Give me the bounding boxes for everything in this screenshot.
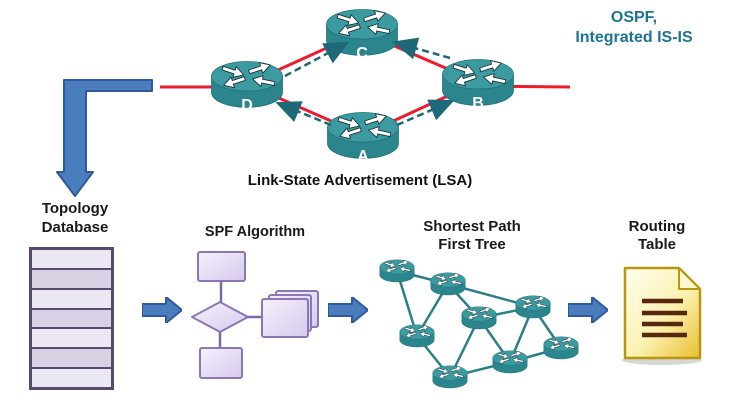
spf-tree-label: Shortest Path First Tree — [423, 218, 521, 253]
protocol-annotation-line2: Integrated IS-IS — [575, 29, 693, 46]
router-icon — [516, 295, 551, 318]
table-row — [32, 269, 111, 290]
flowchart-process-box — [197, 251, 246, 282]
spf-algorithm-label: SPF Algorithm — [204, 224, 306, 240]
lsa-flood-arrows — [275, 37, 455, 127]
router-a-label: A — [357, 148, 369, 165]
document-text-lines — [642, 298, 687, 338]
router-icon — [462, 306, 497, 329]
router-icon — [431, 272, 466, 295]
topology-database-label: Topology Database — [41, 200, 109, 236]
spf-algorithm-flowchart-icon — [191, 251, 319, 379]
protocol-annotation: OSPF, Integrated IS-IS — [553, 8, 715, 48]
table-row — [32, 289, 111, 310]
flow-arrow-icon — [328, 297, 368, 323]
routing-table-document-icon — [622, 266, 702, 365]
lsa-exchange-diagram: C D B A — [56, 0, 571, 197]
flowchart-process-box — [199, 347, 243, 379]
table-row — [32, 369, 111, 388]
spf-tree-graph-icon — [370, 255, 600, 405]
router-c-label: C — [356, 45, 368, 62]
to-database-arrow-icon — [56, 79, 153, 197]
table-row — [32, 309, 111, 330]
protocol-annotation-line1: OSPF, — [610, 9, 658, 26]
table-row — [32, 250, 111, 270]
router-icon — [400, 324, 435, 347]
router-b-label: B — [472, 95, 484, 112]
flowchart-decision-diamond — [191, 301, 249, 333]
lsa-caption: Link-State Advertisement (LSA) — [247, 172, 473, 189]
table-row — [32, 349, 111, 370]
table-row — [32, 329, 111, 350]
routing-table-label: Routing Table — [628, 218, 686, 253]
flowchart-documents-stack-icon — [261, 290, 319, 338]
router-icon — [380, 259, 415, 282]
flow-arrow-icon — [142, 297, 182, 323]
router-d-label: D — [241, 97, 253, 114]
router-icon — [544, 336, 579, 359]
router-icon — [433, 365, 468, 388]
topology-database-table-icon — [29, 247, 114, 390]
router-icon — [493, 350, 528, 373]
